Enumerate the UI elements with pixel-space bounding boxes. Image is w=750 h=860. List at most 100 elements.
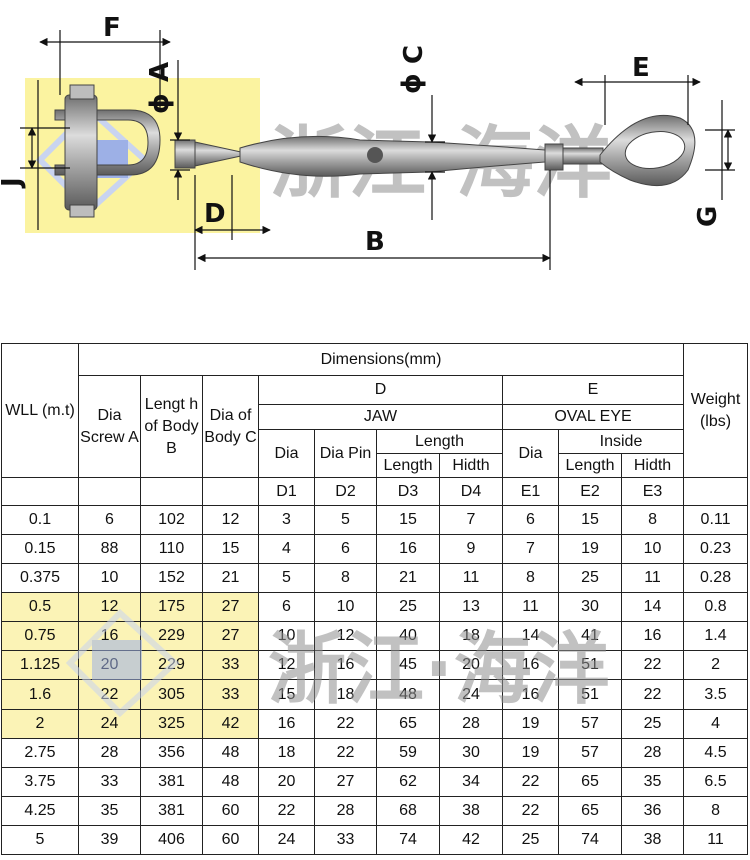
- table-cell: 48: [202, 766, 259, 797]
- table-cell: 28: [314, 795, 377, 826]
- table-cell: 0.75: [1, 621, 79, 652]
- table-cell: 27: [202, 621, 259, 652]
- table-cell: 356: [140, 737, 203, 768]
- table-cell: 65: [376, 708, 440, 739]
- dim-label-j: J: [0, 177, 27, 189]
- table-cell: 22: [78, 679, 141, 710]
- table-cell: 9: [439, 534, 503, 565]
- table-cell: 20: [78, 650, 141, 681]
- table-cell: 30: [439, 737, 503, 768]
- table-cell: 0.11: [683, 504, 749, 536]
- table-cell: 4.5: [683, 737, 749, 768]
- table-cell: 18: [314, 679, 377, 710]
- table-cell: 2: [1, 708, 79, 739]
- header-dia-screw: Dia Screw A: [78, 375, 141, 478]
- code-d1: D1: [258, 477, 315, 506]
- table-cell: 8: [502, 563, 559, 594]
- table-cell: 381: [140, 795, 203, 826]
- table-cell: 16: [376, 534, 440, 565]
- header-length-body: Lengt h of Body B: [140, 375, 203, 478]
- table-cell: 10: [258, 621, 315, 652]
- table-cell: 28: [439, 708, 503, 739]
- table-cell: 2.75: [1, 737, 79, 768]
- table-cell: 0.5: [1, 592, 79, 623]
- table-cell: 6: [502, 504, 559, 536]
- table-cell: 28: [620, 737, 685, 768]
- table-cell: 1.6: [1, 679, 79, 710]
- table-cell: 19: [502, 737, 559, 768]
- table-cell: 3.75: [1, 766, 79, 797]
- table-cell: 16: [258, 708, 315, 739]
- header-jaw-hidth: Hidth: [439, 453, 503, 478]
- table-cell: 21: [202, 563, 259, 594]
- table-cell: 57: [558, 708, 622, 739]
- table-cell: 0.375: [1, 563, 79, 594]
- dim-label-d: D: [204, 199, 226, 229]
- table-cell: 59: [376, 737, 440, 768]
- header-eye-inside: Inside: [557, 429, 685, 454]
- table-cell: 6: [78, 504, 141, 536]
- table-cell: 13: [439, 592, 503, 623]
- table-cell: 48: [376, 679, 440, 710]
- code-e2: E2: [558, 477, 622, 506]
- header-jaw: JAW: [258, 404, 503, 430]
- table-cell: 30: [558, 592, 622, 623]
- table-cell: 14: [502, 621, 559, 652]
- table-cell: 51: [558, 679, 622, 710]
- table-cell: 152: [140, 563, 203, 594]
- table-cell: 1.125: [1, 650, 79, 681]
- dim-label-e: E: [632, 53, 650, 83]
- table-cell: 6.5: [683, 766, 749, 797]
- table-cell: 11: [502, 592, 559, 623]
- table-cell: 40: [376, 621, 440, 652]
- table-cell: 60: [202, 824, 259, 856]
- table-cell: 15: [258, 679, 315, 710]
- table-cell: 8: [683, 795, 749, 826]
- table-cell: 3: [258, 504, 315, 536]
- spec-table: WLL (m.t) Dimensions(mm) Weight (lbs) Di…: [1, 343, 749, 856]
- table-cell: 88: [78, 534, 141, 565]
- table-cell: 15: [558, 504, 622, 536]
- table-cell: 5: [1, 824, 79, 856]
- table-cell: 74: [376, 824, 440, 856]
- code-e1: E1: [502, 477, 559, 506]
- table-cell: 18: [258, 737, 315, 768]
- dim-label-g: G: [693, 206, 723, 227]
- table-cell: 16: [78, 621, 141, 652]
- table-cell: 60: [202, 795, 259, 826]
- table-cell: 16: [502, 679, 559, 710]
- table-cell: 36: [620, 795, 685, 826]
- table-cell: 62: [376, 766, 440, 797]
- table-cell: 22: [502, 795, 559, 826]
- table-cell: 7: [439, 504, 503, 536]
- header-dimensions: Dimensions(mm): [77, 343, 685, 376]
- table-cell: 11: [439, 563, 503, 594]
- spec-table-header: WLL (m.t) Dimensions(mm) Weight (lbs) Di…: [1, 343, 749, 506]
- table-cell: 22: [314, 737, 377, 768]
- table-cell: 8: [620, 504, 685, 536]
- header-e: E: [501, 375, 685, 405]
- dim-label-phi-c: ϕ: [397, 73, 427, 94]
- table-cell: 102: [140, 504, 203, 536]
- table-cell: 10: [314, 592, 377, 623]
- table-cell: 33: [78, 766, 141, 797]
- code-d3: D3: [376, 477, 440, 506]
- header-wll: WLL (m.t): [1, 343, 79, 478]
- table-cell: 21: [376, 563, 440, 594]
- dim-label-phi-a: ϕ: [145, 93, 175, 114]
- table-cell: 33: [202, 679, 259, 710]
- table-cell: 15: [376, 504, 440, 536]
- header-eye-length: Length: [558, 453, 622, 478]
- table-cell: 41: [558, 621, 622, 652]
- table-cell: 51: [558, 650, 622, 681]
- table-cell: 5: [314, 504, 377, 536]
- table-cell: 34: [439, 766, 503, 797]
- header-oval-eye: OVAL EYE: [501, 404, 685, 430]
- table-cell: 65: [558, 766, 622, 797]
